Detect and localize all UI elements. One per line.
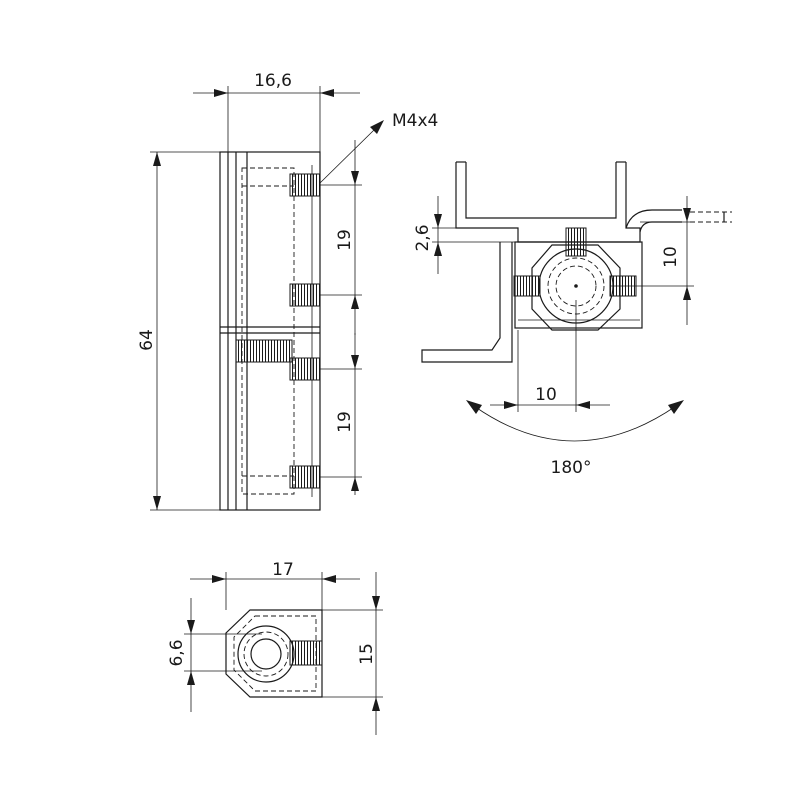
side-view: 2,6 10 10 180° <box>413 161 732 478</box>
offset-top-label: 2,6 <box>413 224 433 251</box>
plan-hole-label: 6,6 <box>167 639 187 666</box>
plan-width-label: 17 <box>272 560 294 580</box>
hidden-bore <box>241 167 295 495</box>
profile-lower <box>421 242 513 363</box>
thread-insert-1 <box>289 173 321 197</box>
thread-label: M4x4 <box>392 111 438 131</box>
thread-insert-5 <box>289 465 321 489</box>
plan-thread <box>289 640 323 666</box>
plan-height-label: 15 <box>357 643 377 665</box>
total-height-label: 64 <box>137 329 157 351</box>
hinge-outline <box>219 151 321 511</box>
offset-bottom-label: 10 <box>535 385 557 405</box>
front-view: 16,6 M4x4 64 19 19 <box>137 71 438 511</box>
side-thread-top <box>565 227 587 257</box>
front-width-label: 16,6 <box>254 71 292 91</box>
side-thread-left <box>513 275 541 297</box>
plan-view: 17 6,6 15 <box>167 560 383 735</box>
profile-upper <box>455 162 641 243</box>
spacing-bottom-label: 19 <box>335 411 355 433</box>
spacing-top-label: 19 <box>335 229 355 251</box>
rotation-arc <box>473 405 677 442</box>
rotation-label: 180° <box>551 458 592 478</box>
thread-insert-3 <box>235 339 293 363</box>
offset-right-label: 10 <box>661 246 681 268</box>
thread-insert-4 <box>289 357 321 381</box>
thread-insert-2 <box>289 283 321 307</box>
rotation-arrow-left <box>466 400 482 414</box>
rotation-arrow-right <box>668 400 684 414</box>
